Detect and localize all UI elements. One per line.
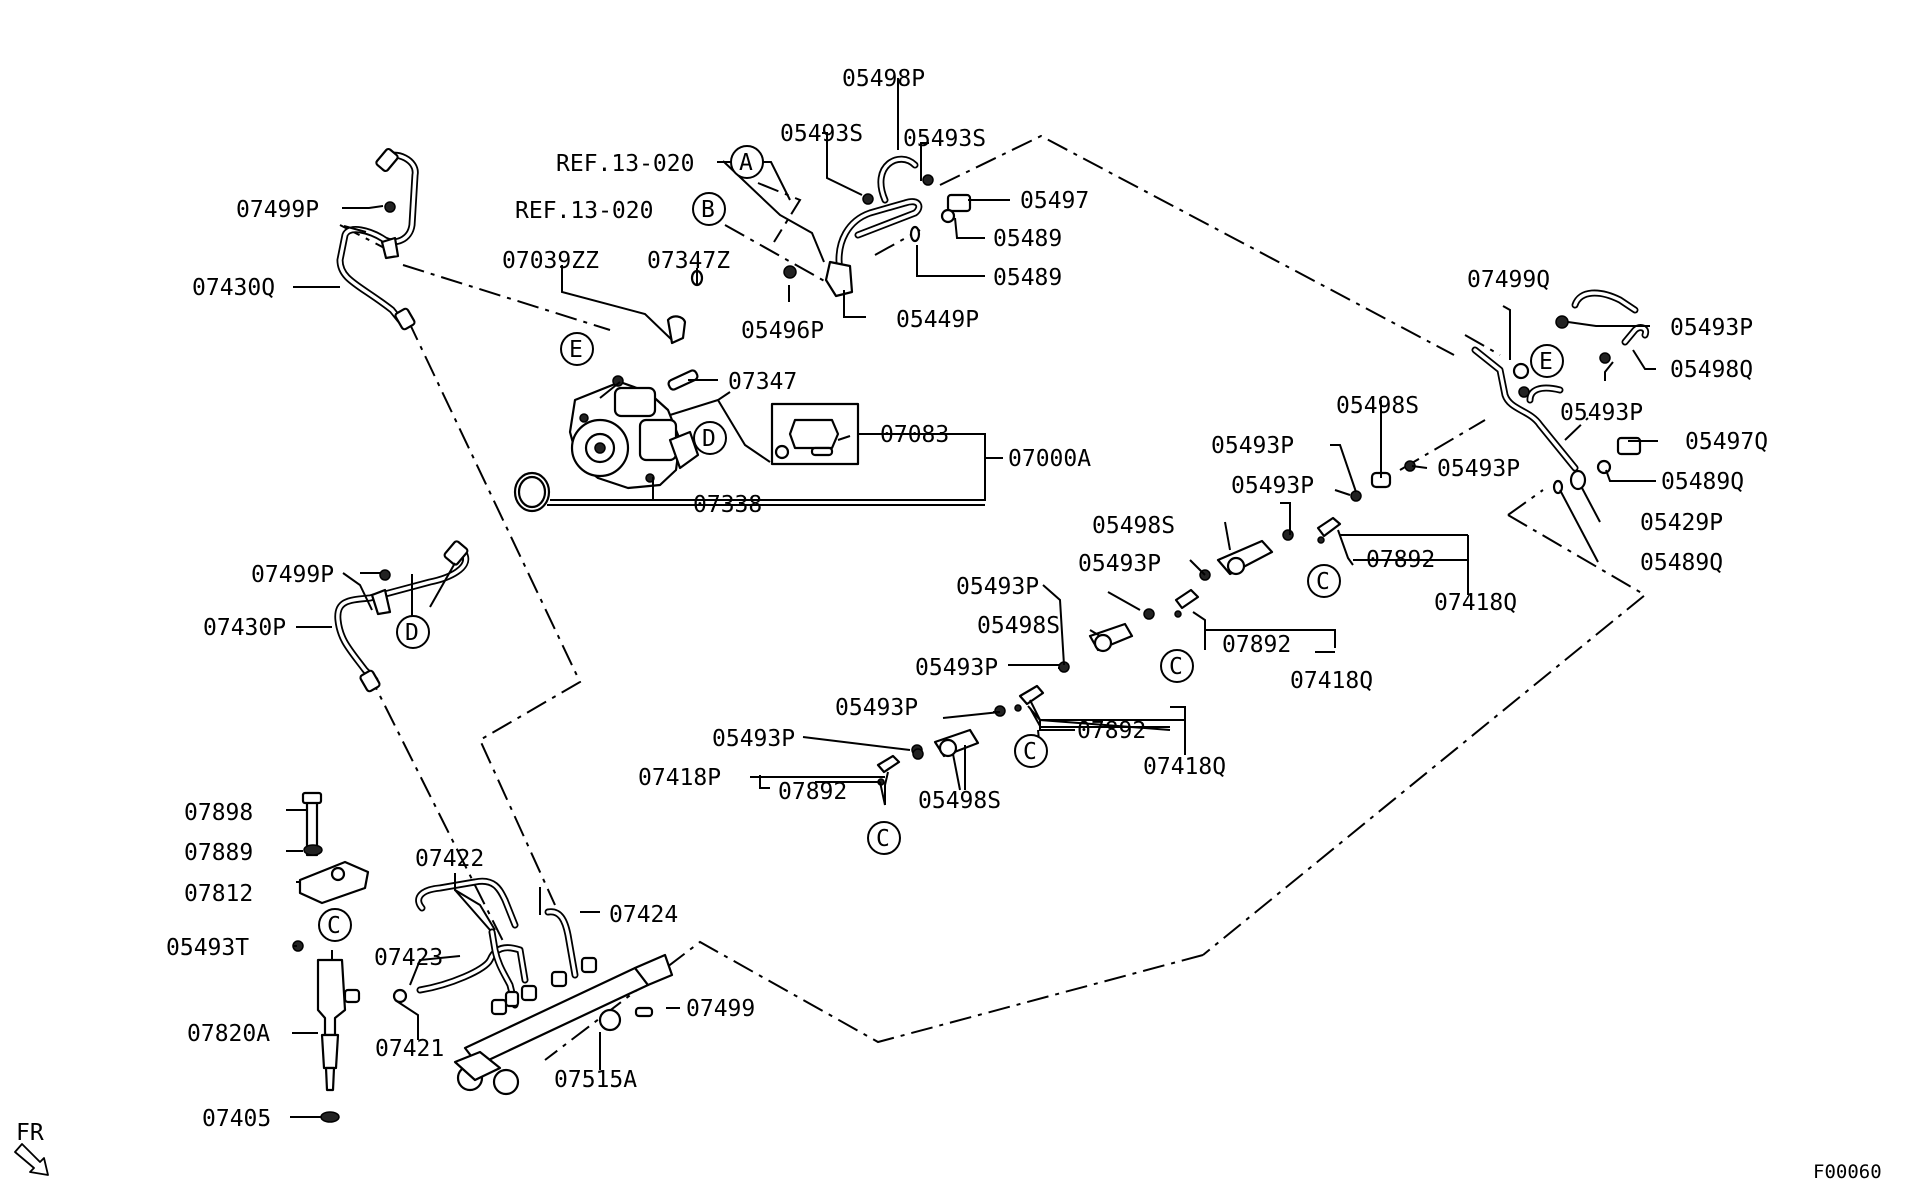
label-05489Q-upper: 05489Q: [1661, 469, 1744, 495]
callout-d-pump: D: [702, 426, 716, 452]
label-07812: 07812: [184, 881, 253, 907]
label-05498S-2: 05498S: [1092, 513, 1175, 539]
callout-e-pump: E: [569, 337, 583, 363]
callout-c-1: C: [1316, 569, 1330, 595]
pipe-07430Q: [336, 147, 419, 331]
callout-b-top: B: [701, 197, 715, 223]
label-07898: 07898: [184, 800, 253, 826]
label-05489-upper: 05489: [993, 226, 1062, 252]
label-05493T: 05493T: [166, 935, 249, 961]
label-05498P: 05498P: [842, 66, 925, 92]
label-05493P-7: 05493P: [835, 695, 918, 721]
label-05449P: 05449P: [896, 307, 979, 333]
label-05493P-1: 05493P: [1211, 433, 1294, 459]
label-05497: 05497: [1020, 188, 1089, 214]
label-07423: 07423: [374, 945, 443, 971]
callout-c-injector: C: [327, 913, 341, 939]
label-07499P-lower: 07499P: [251, 562, 334, 588]
label-05489Q-lower: 05489Q: [1640, 550, 1723, 576]
common-rail-assembly: [415, 877, 674, 1096]
label-05493P-right-mid: 05493P: [1560, 400, 1643, 426]
label-05493P-6: 05493P: [915, 655, 998, 681]
label-07430Q: 07430Q: [192, 275, 275, 301]
label-07418Q-2: 07418Q: [1290, 668, 1373, 694]
label-07418Q-3: 07418Q: [1143, 754, 1226, 780]
label-07424: 07424: [609, 902, 678, 928]
label-05498S-3: 05498S: [977, 613, 1060, 639]
label-07889: 07889: [184, 840, 253, 866]
label-05489-lower: 05489: [993, 265, 1062, 291]
front-direction-label: FR: [16, 1120, 44, 1146]
label-05498Q: 05498Q: [1670, 357, 1753, 383]
callout-c-4: C: [876, 826, 890, 852]
label-05493P-right-top: 05493P: [1670, 315, 1753, 341]
injector-assembly: [292, 791, 408, 1123]
label-05493P-5: 05493P: [956, 574, 1039, 600]
label-05498S-4: 05498S: [918, 788, 1001, 814]
label-07820A: 07820A: [187, 1021, 270, 1047]
label-05493P-3: 05493P: [1231, 473, 1314, 499]
label-07418Q-1: 07418Q: [1434, 590, 1517, 616]
assembly-outlines: [339, 134, 1647, 1061]
label-07430P: 07430P: [203, 615, 286, 641]
diagram-code: F00060: [1813, 1161, 1882, 1183]
callout-d-pipe: D: [405, 620, 419, 646]
label-05493S-left: 05493S: [780, 121, 863, 147]
callout-e-right: E: [1539, 349, 1553, 375]
label-07499P-upper: 07499P: [236, 197, 319, 223]
label-07405: 07405: [202, 1106, 271, 1132]
label-07000A: 07000A: [1008, 446, 1091, 472]
label-05493P-8: 05493P: [712, 726, 795, 752]
label-07347Z: 07347Z: [647, 248, 730, 274]
label-05496P: 05496P: [741, 318, 824, 344]
label-07515A: 07515A: [554, 1067, 637, 1093]
label-07499: 07499: [686, 996, 755, 1022]
leader-lines: [286, 78, 1658, 1118]
label-07892-4: 07892: [778, 779, 847, 805]
injector-return-assemblies: [876, 516, 1342, 786]
label-05498S-top: 05498S: [1336, 393, 1419, 419]
label-05493P-4: 05493P: [1078, 551, 1161, 577]
label-ref-13-020-b: REF.13-020: [515, 198, 653, 224]
label-07892-3: 07892: [1077, 718, 1146, 744]
callout-a-top: A: [739, 150, 753, 176]
label-07338: 07338: [693, 492, 762, 518]
label-07422: 07422: [415, 846, 484, 872]
label-07347: 07347: [728, 369, 797, 395]
label-ref-13-020-a: REF.13-020: [556, 151, 694, 177]
label-05429P: 05429P: [1640, 510, 1723, 536]
callout-c-3: C: [1023, 739, 1037, 765]
high-pressure-pump: [513, 269, 860, 513]
return-pipe-assembly: [1350, 289, 1650, 502]
label-07083: 07083: [880, 422, 949, 448]
label-07421: 07421: [375, 1036, 444, 1062]
label-07892-2: 07892: [1222, 632, 1291, 658]
callout-c-2: C: [1169, 654, 1183, 680]
label-05497Q: 05497Q: [1685, 429, 1768, 455]
label-07892-1: 07892: [1366, 547, 1435, 573]
label-05493S-right: 05493S: [903, 126, 986, 152]
pipe-07430P: [334, 540, 470, 693]
label-07418P: 07418P: [638, 765, 721, 791]
part-labels: 05498P 05493S 05493S 05497 05489 05489 0…: [166, 66, 1882, 1183]
label-05493P-2: 05493P: [1437, 456, 1520, 482]
feed-pipe-assembly: [783, 155, 972, 298]
label-07499Q: 07499Q: [1467, 267, 1550, 293]
label-07039ZZ: 07039ZZ: [502, 248, 599, 274]
front-direction-arrow: FR: [14, 1120, 49, 1176]
callout-circles: A B E D D E C C C C C: [318, 145, 1564, 942]
